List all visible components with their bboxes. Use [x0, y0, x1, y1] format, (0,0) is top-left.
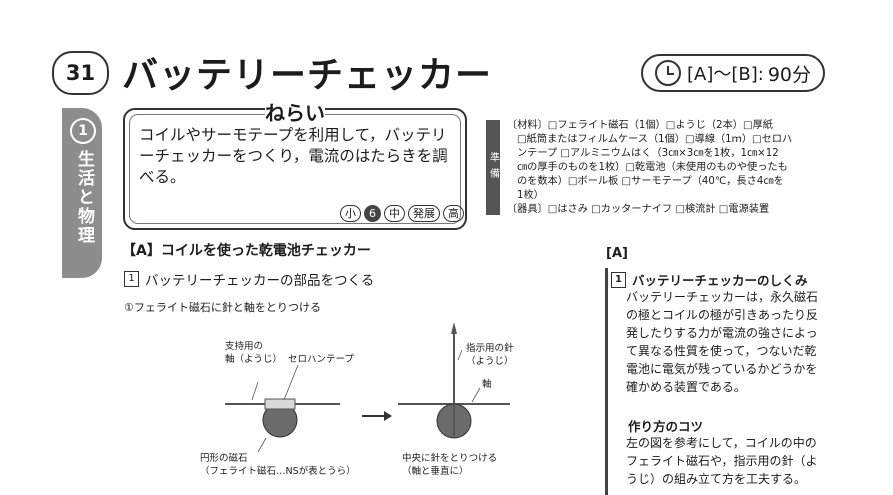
- label-center: 中央に針をとりつける （軸と垂直に）: [402, 453, 498, 477]
- right-section-heading: [A]: [606, 246, 628, 261]
- leader-line: [251, 381, 259, 401]
- right-column-bar: [605, 268, 608, 495]
- tips-text: 左の図を参考にして，コイルの中のフェライト磁石や，指示用の針（ようじ）の組み立て…: [626, 436, 818, 486]
- chapter-number: 1: [70, 118, 96, 144]
- diagram-svg: [225, 322, 510, 453]
- chapter-side-tab: 1 生活と物理: [62, 108, 102, 278]
- label-tape: セロハンテープ: [288, 354, 354, 365]
- needle-tip: [451, 322, 457, 334]
- mechanism-title: 1 バッテリーチェッカーのしくみ: [611, 270, 808, 289]
- materials-line: 〔材料〕□フェライト磁石（1個）□ようじ（2本）□厚紙: [507, 120, 773, 131]
- mechanism-number: 1: [611, 271, 626, 288]
- materials-list: 〔材料〕□フェライト磁石（1個）□ようじ（2本）□厚紙 □紙筒またはフィルムケー…: [507, 119, 847, 217]
- leader-line: [457, 349, 463, 361]
- level-high: 高: [443, 205, 464, 222]
- materials-line: ㎝の厚手のものを1枚）□乾電池（未使用のものや使ったも: [517, 162, 788, 173]
- mechanism-title-text: バッテリーチェッカーのしくみ: [632, 273, 808, 288]
- aim-title: ねらい: [265, 97, 325, 126]
- label-needle: 指示用の針 （ようじ）: [466, 343, 514, 367]
- leader-line: [283, 364, 299, 401]
- step-number: 1: [124, 271, 139, 287]
- aim-text: コイルやサーモテープを利用して，バッテリーチェッカーをつくり，電流のはたらきを調…: [139, 126, 448, 186]
- leader-line: [257, 437, 267, 453]
- level-advanced: 発展: [408, 205, 440, 222]
- tips-title: 作り方のコツ: [628, 419, 704, 434]
- label-magnet: 円形の磁石 （フェライト磁石…NSが表とうら）: [200, 453, 356, 477]
- substep-text: ①フェライト磁石に針と軸をとりつける: [124, 301, 321, 314]
- materials-line: ンテープ □アルミニウムはく（3㎝×3㎝を1枚，1㎝×12: [517, 148, 779, 159]
- chapter-label: 生活と物理: [74, 150, 94, 245]
- mechanism-text: バッテリーチェッカーは，永久磁石の極とコイルの極が引きあったり反発したりする力が…: [626, 290, 819, 394]
- step-1: 1 バッテリーチェッカーの部品をつくる: [124, 269, 374, 289]
- grade-levels: 小 6 中 発展 高: [340, 205, 464, 222]
- level-junior: 中: [384, 205, 405, 222]
- time-label: [A]〜[B]:: [687, 64, 764, 85]
- materials-line: のを数本）□ボール板 □サーモテープ（40℃，長さ4㎝を: [517, 176, 784, 187]
- page-title: バッテリーチェッカー: [122, 55, 493, 96]
- tools-line: 〔器具〕□はさみ □カッターナイフ □検流計 □電源装置: [507, 204, 770, 215]
- clock-icon: [655, 60, 681, 86]
- section-a-heading: 【A】コイルを使った乾電池チェッカー: [122, 243, 371, 259]
- level-grade: 6: [364, 205, 381, 222]
- label-axis: 軸: [482, 379, 492, 390]
- level-elementary: 小: [340, 205, 361, 222]
- materials-line: □紙筒またはフィルムケース（1個）□導線（1ｍ）□セロハ: [517, 134, 793, 145]
- page-number: 31: [52, 51, 109, 95]
- arrow-head: [384, 411, 392, 421]
- leader-line: [471, 387, 481, 403]
- assembly-diagram: 支持用の 軸（ようじ） セロハンテープ 円形の磁石 （フェライト磁石…NSが表と…: [180, 320, 560, 485]
- step-text: バッテリーチェッカーの部品をつくる: [145, 273, 375, 289]
- label-support-axis: 支持用の 軸（ようじ）: [225, 341, 283, 365]
- time-value: 90分: [767, 63, 812, 86]
- tape-rect: [264, 398, 296, 410]
- prep-tab: 準備: [486, 120, 500, 215]
- time-badge: [A]〜[B]: 90分: [641, 54, 825, 92]
- materials-line: 1枚）: [517, 190, 544, 201]
